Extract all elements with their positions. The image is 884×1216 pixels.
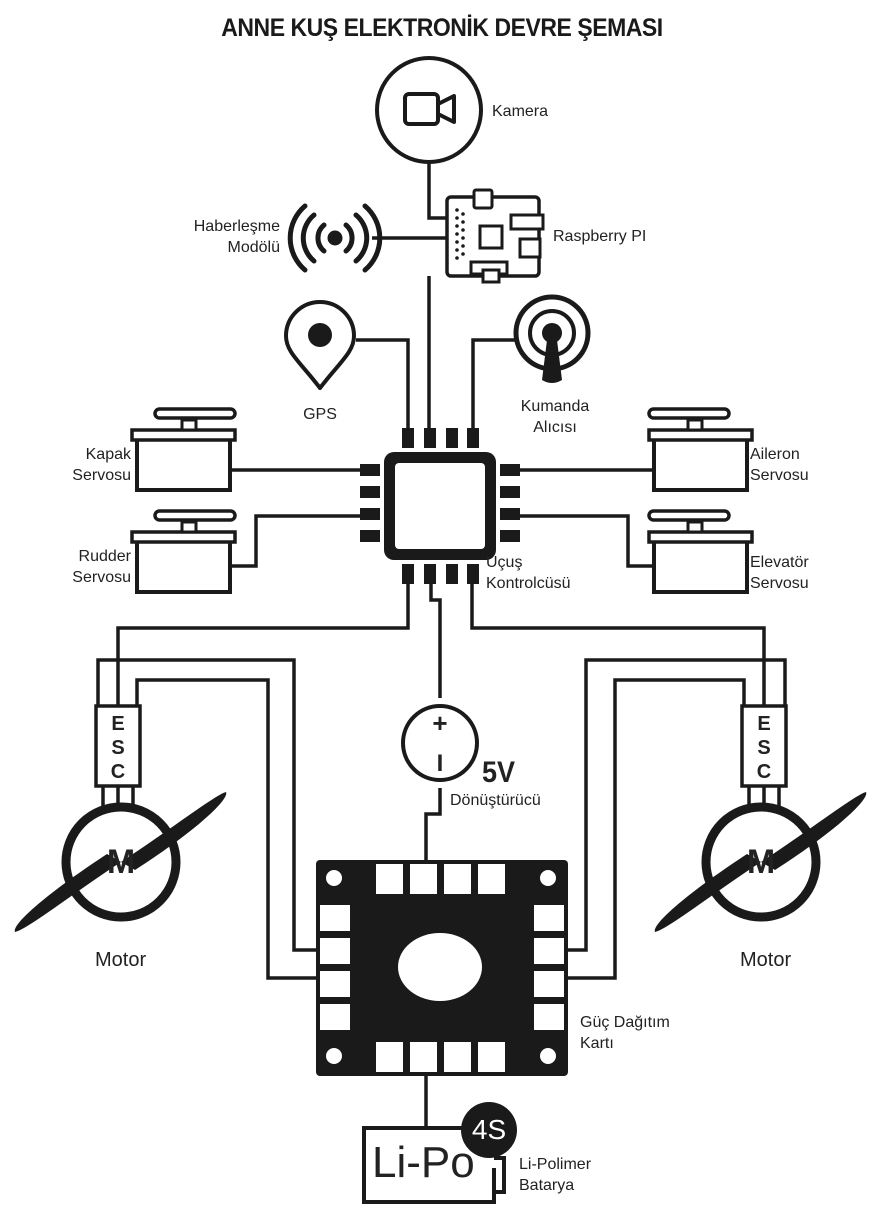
propeller-blade-icon: [761, 792, 867, 870]
wire-camera-pi: [427, 162, 447, 220]
servo-icon: [130, 407, 754, 594]
receiver-antenna-icon: [513, 294, 591, 383]
page-title: ANNE KUŞ ELEKTRONİK DEVRE ŞEMASI: [221, 14, 663, 42]
raspberry-pi-board: [445, 188, 545, 284]
converter-voltage-label: 5V: [482, 756, 516, 789]
propeller-blade-icon: [121, 792, 227, 870]
wire-fc-esc-right: [470, 584, 766, 706]
battery-type-text: Li-Po: [372, 1138, 475, 1187]
voltage-converter: [401, 704, 479, 782]
converter-label: Dönüştürücü: [450, 792, 541, 809]
camera-label: Kamera: [492, 103, 549, 120]
wire-receiver-fc: [471, 338, 517, 428]
wire-converter-pdb: [424, 788, 442, 862]
motor-left-letter: M: [106, 843, 136, 881]
gps-pin-icon: [284, 300, 356, 390]
motor-right-label: Motor: [740, 949, 792, 971]
motor-right-letter: M: [746, 843, 776, 881]
battery-pack: [362, 1102, 517, 1204]
motor-left: [14, 792, 227, 932]
signal-icon: [287, 203, 383, 273]
wire-esc-left-pwr2: [135, 678, 320, 980]
wire-fc-esc-left: [116, 584, 410, 706]
battery-cells-badge: 4S: [471, 1114, 507, 1145]
motor-left-label: Motor: [95, 949, 147, 971]
power-distribution-board: [316, 860, 568, 1076]
converter-minus-sign: I: [436, 750, 444, 777]
raspberry-pi-label: Raspberry PI: [553, 228, 647, 245]
wire-esc-right-pwr1: [566, 658, 787, 952]
converter-plus-sign: +: [432, 708, 448, 738]
motor-right: [654, 792, 867, 932]
wire-elevator-servo: [520, 514, 652, 568]
camera: [375, 56, 483, 164]
wire-fc-converter: [429, 584, 442, 698]
propeller-blade-icon: [14, 854, 122, 932]
wire-rudder-servo: [232, 514, 360, 568]
wire-esc-left-pwr1: [96, 658, 320, 952]
propeller-blade-icon: [654, 854, 761, 932]
flight-controller-chip: [360, 428, 520, 584]
wire-esc-right-pwr2: [566, 678, 746, 980]
esc-box: [94, 704, 788, 788]
video-camera-icon: [403, 92, 456, 126]
gps-label: GPS: [303, 406, 337, 423]
wire-gps-fc: [356, 338, 410, 428]
